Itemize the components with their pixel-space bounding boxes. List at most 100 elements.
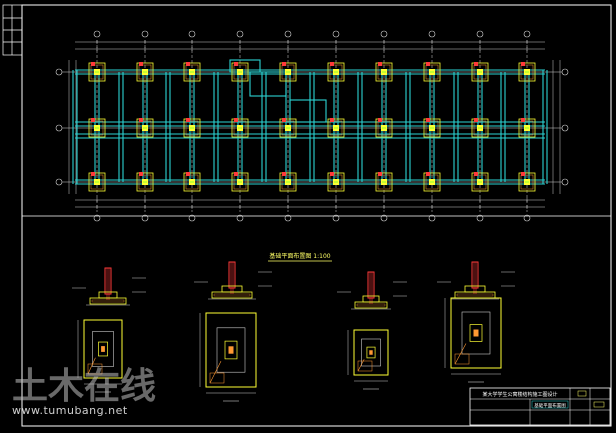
section-mesh — [91, 299, 125, 303]
footing-step — [138, 174, 152, 190]
footing-details — [72, 261, 515, 402]
footing-step — [233, 174, 247, 190]
plan-title: 基础平面布置图 1:100 — [269, 252, 330, 260]
footing-step — [90, 174, 104, 190]
footing — [471, 172, 489, 192]
section-step — [464, 285, 486, 293]
footing-tag — [186, 118, 190, 122]
footing-step — [138, 120, 152, 136]
section-column — [104, 267, 112, 295]
footing — [183, 172, 201, 192]
section-base — [454, 291, 496, 299]
grid-bubble-right — [561, 124, 569, 132]
section-mesh — [213, 293, 251, 297]
footing-tag — [282, 118, 286, 122]
grid-bubble-top — [188, 30, 196, 38]
footing — [183, 118, 201, 138]
footing — [518, 172, 536, 192]
detail-outline — [83, 319, 123, 379]
footing-step — [90, 120, 104, 136]
footing — [471, 118, 489, 138]
entrance-beam — [229, 59, 261, 73]
grid-bubble-top — [284, 30, 292, 38]
section-step — [362, 295, 380, 303]
grid-bubble-right — [561, 68, 569, 76]
footing-tag — [139, 172, 143, 176]
grid-bubble-bottom — [523, 214, 531, 222]
detail-column — [469, 324, 483, 342]
detail-step — [92, 331, 114, 367]
grid-bubble-right — [561, 178, 569, 186]
grid-bubble-bottom — [332, 214, 340, 222]
footing-step — [138, 64, 152, 80]
detail-step — [216, 327, 246, 373]
detail-step — [461, 311, 491, 355]
grid-bubble-left — [55, 178, 63, 186]
footing-step — [185, 174, 199, 190]
footing — [375, 62, 393, 82]
footing — [423, 62, 441, 82]
footing — [279, 62, 297, 82]
footing-tag — [378, 118, 382, 122]
footing-step — [90, 64, 104, 80]
grid-bubble-bottom — [93, 214, 101, 222]
footing-tag — [282, 62, 286, 66]
footing-tag — [234, 62, 238, 66]
detail-step — [361, 338, 381, 367]
section-base — [211, 291, 253, 299]
section-base — [89, 297, 127, 305]
section-step — [98, 291, 118, 299]
footing — [327, 62, 345, 82]
footing-tag — [521, 118, 525, 122]
section-mesh — [456, 293, 494, 297]
detail-column — [366, 346, 376, 359]
detail-column — [98, 341, 108, 357]
section-column — [367, 271, 375, 299]
stair-opening — [289, 99, 327, 123]
footing-step — [473, 120, 487, 136]
grid-bubble-bottom — [380, 214, 388, 222]
grid-bubble-top — [141, 30, 149, 38]
footing — [88, 172, 106, 192]
detail-outline — [450, 297, 502, 369]
watermark-logo-text: 土木在线 — [12, 366, 156, 407]
footing — [88, 118, 106, 138]
footing-step — [185, 64, 199, 80]
title-block-drawing: 基础平面布置图 — [534, 402, 566, 409]
footing — [375, 118, 393, 138]
footing-tag — [474, 172, 478, 176]
grid-bubble-top — [93, 30, 101, 38]
footing-tag — [139, 118, 143, 122]
footing — [518, 118, 536, 138]
footing-step — [377, 174, 391, 190]
footing — [136, 118, 154, 138]
footing-step — [329, 174, 343, 190]
grid-bubble-bottom — [476, 214, 484, 222]
footing-step — [233, 64, 247, 80]
footing — [518, 62, 536, 82]
footing-tag — [91, 172, 95, 176]
footing-tag — [521, 62, 525, 66]
title-block-project: 某大学学生公寓楼结构施工图设计 — [482, 391, 557, 398]
detail-tag — [209, 372, 225, 384]
footing-step — [473, 64, 487, 80]
grid-bubble-left — [55, 68, 63, 76]
footing-step — [425, 120, 439, 136]
footing-tag — [521, 172, 525, 176]
footing-step — [233, 120, 247, 136]
footing-tag — [378, 172, 382, 176]
footing-tag — [474, 62, 478, 66]
section-base — [354, 301, 388, 309]
grid-bubble-top — [476, 30, 484, 38]
grid-bubble-bottom — [284, 214, 292, 222]
grid-bubble-top — [428, 30, 436, 38]
detail-tag — [454, 353, 470, 365]
stair-opening — [249, 71, 287, 97]
footing-tag — [474, 118, 478, 122]
detail-outline — [205, 312, 257, 388]
section-column — [471, 261, 479, 289]
grid-bubble-bottom — [236, 214, 244, 222]
detail-leader — [87, 357, 96, 375]
binding-strip — [2, 4, 23, 56]
